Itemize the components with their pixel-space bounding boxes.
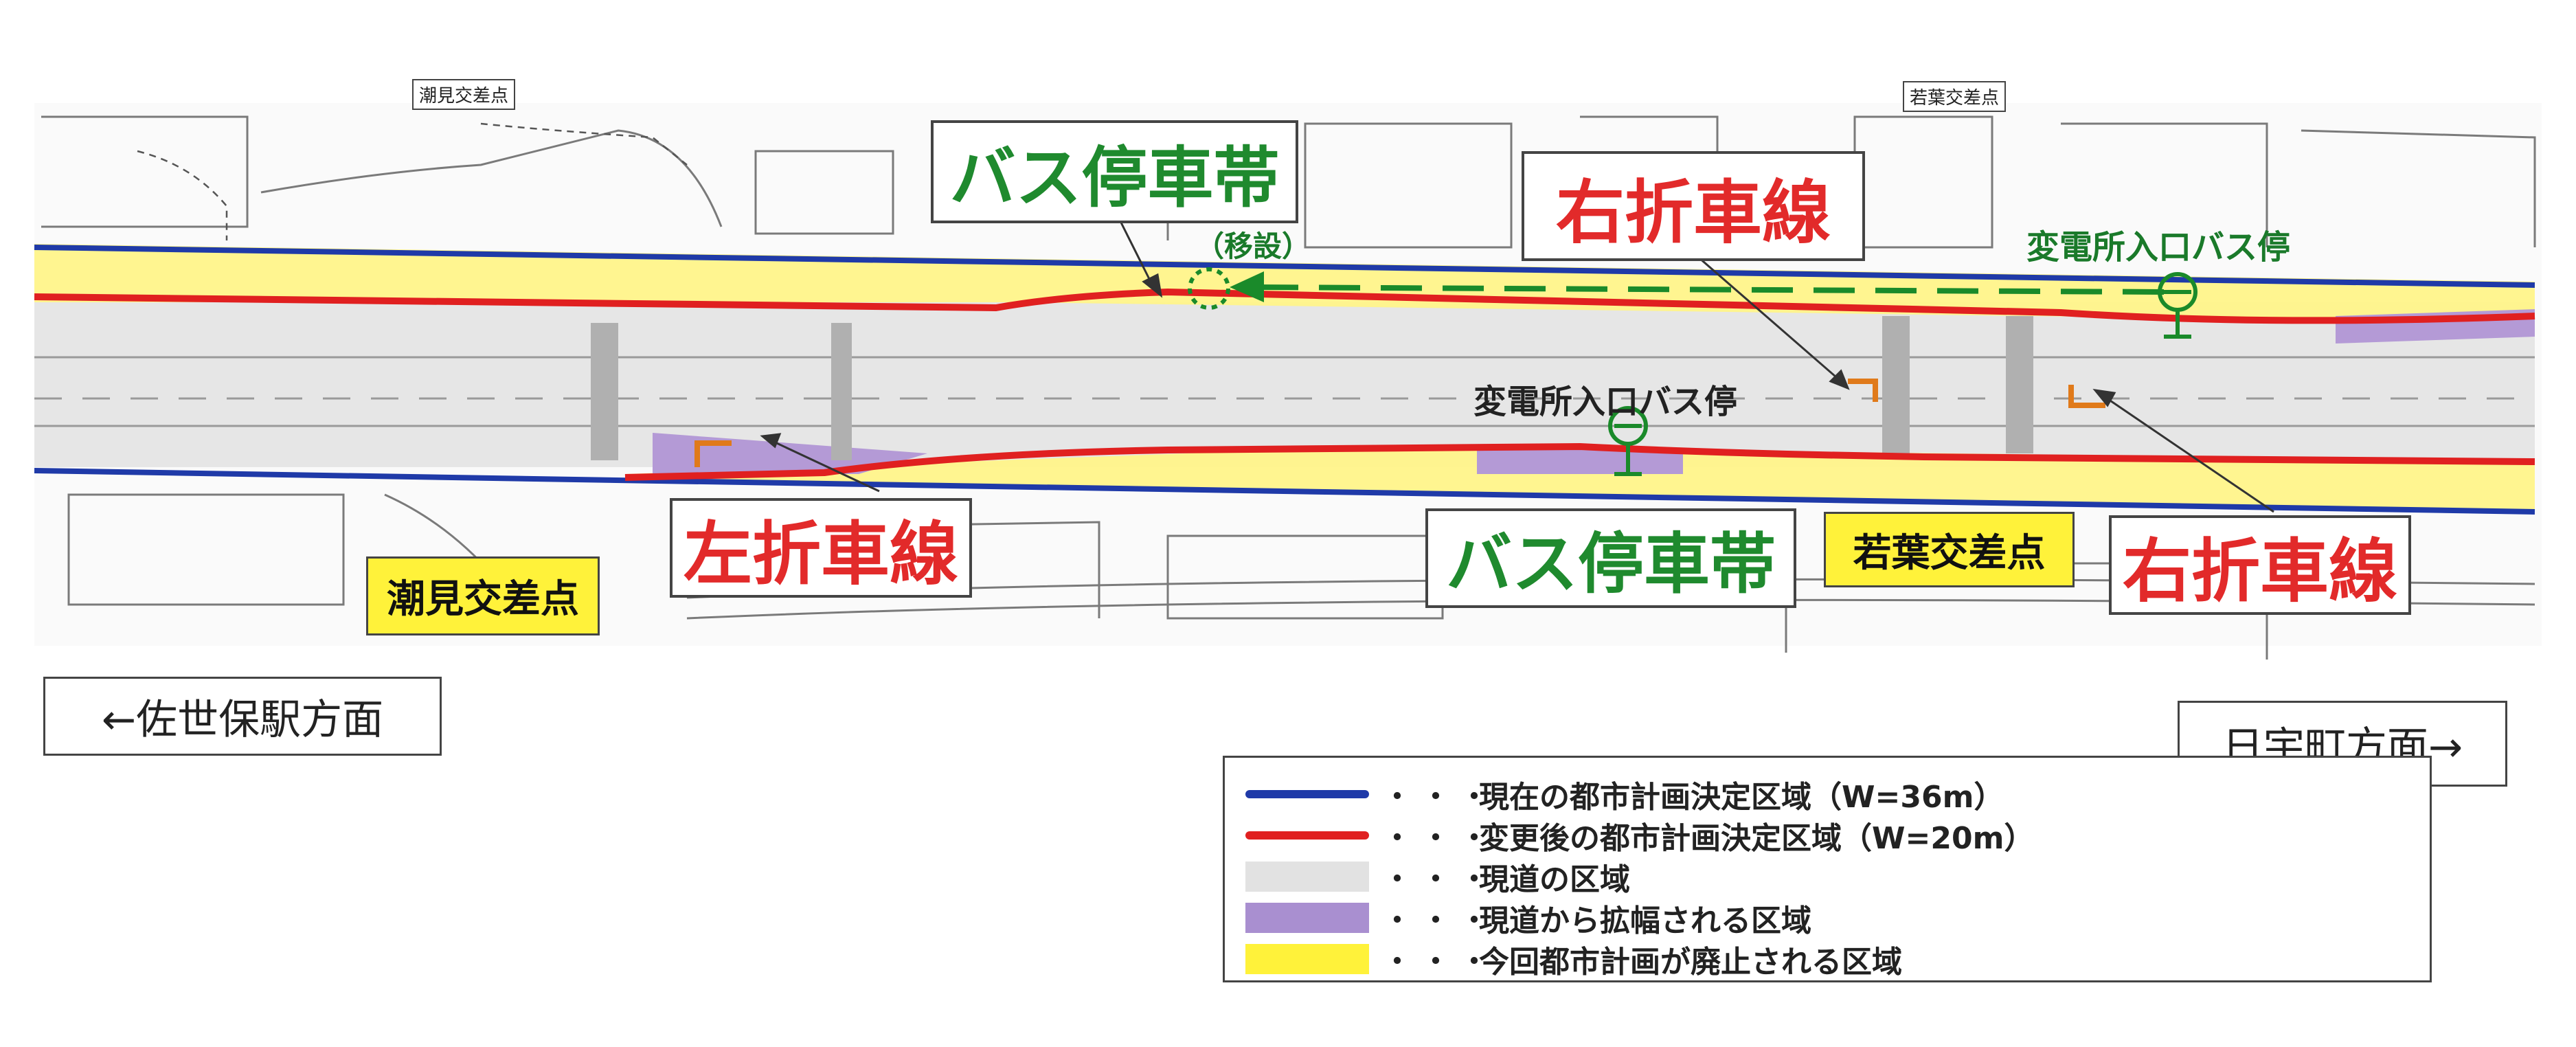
dashed-parcel-lines	[137, 122, 688, 240]
legend-purple-fill-icon	[1245, 903, 1369, 933]
map-legend: ・・・ 現在の都市計画決定区域（W=36m） ・・・ 変更後の都市計画決定区域（…	[1223, 756, 2432, 982]
leader-lines	[760, 219, 2274, 513]
current-boundary-bottom	[34, 468, 2535, 515]
legend-red-line-icon	[1245, 831, 1369, 840]
legend-text-abolished-area: 今回都市計画が廃止される区域	[1479, 945, 1902, 980]
legend-text-current-boundary: 現在の都市計画決定区域（W=36m）	[1479, 780, 2004, 815]
turn-lane-markers	[694, 379, 2105, 467]
bus-stop-label-top: 変電所入口バス停	[2026, 228, 2291, 267]
bus-stop-relocation-arrow	[1250, 284, 2165, 295]
intersection-label-shiomi-top: 潮見交差点	[412, 79, 516, 110]
legend-text-existing-road: 現道の区域	[1479, 862, 1630, 897]
intersection-shiomi: 潮見交差点	[366, 556, 600, 635]
legend-row-widened-area: ・・・ 現道から拡幅される区域	[1225, 899, 2430, 938]
new-boundary-top	[34, 288, 2535, 324]
callout-bus-bay-top: バス停車帯	[931, 120, 1298, 223]
legend-yellow-fill-icon	[1245, 944, 1369, 974]
current-boundary-top	[34, 245, 2535, 288]
callout-left-turn: 左折車線	[670, 498, 972, 598]
legend-dots: ・・・	[1383, 779, 1499, 813]
abolished-area-top	[34, 244, 2535, 323]
legend-gray-fill-icon	[1245, 862, 1369, 892]
relocation-arrowhead	[1230, 271, 1264, 302]
legend-blue-line-icon	[1245, 790, 1369, 798]
relocated-bus-stop-marker	[1188, 267, 1230, 310]
intersection-wakaba: 若葉交差点	[1824, 512, 2075, 587]
direction-sasebo-station: ←佐世保駅方面	[43, 677, 442, 756]
legend-dots: ・・・	[1383, 944, 1499, 978]
intersection-label-wakaba-top: 若葉交差点	[1903, 81, 2007, 112]
abolished-area-bottom	[625, 447, 2535, 512]
new-boundary-bottom	[624, 442, 2535, 481]
legend-text-widened-area: 現道から拡幅される区域	[1479, 903, 1811, 938]
bus-stop-label-middle: 変電所入口バス停	[1473, 383, 1738, 421]
legend-dots: ・・・	[1383, 903, 1499, 937]
lane-markings	[34, 356, 2535, 427]
legend-dots: ・・・	[1383, 820, 1499, 855]
legend-row-current-boundary: ・・・ 現在の都市計画決定区域（W=36m）	[1225, 775, 2430, 815]
legend-row-new-boundary: ・・・ 変更後の都市計画決定区域（W=20m）	[1225, 816, 2430, 856]
relocation-note: （移設）	[1195, 229, 1311, 263]
legend-text-new-boundary: 変更後の都市計画決定区域（W=20m）	[1479, 821, 2035, 856]
callout-bus-bay-bottom: バス停車帯	[1425, 508, 1796, 608]
legend-row-abolished-area: ・・・ 今回都市計画が廃止される区域	[1225, 940, 2430, 980]
legend-dots: ・・・	[1383, 862, 1499, 896]
callout-right-turn-bottom: 右折車線	[2109, 515, 2411, 615]
legend-row-existing-road: ・・・ 現道の区域	[1225, 857, 2430, 897]
callout-right-turn-top: 右折車線	[1522, 151, 1865, 261]
existing-road-area	[34, 302, 2535, 467]
bus-stop-symbol-middle	[1608, 406, 1648, 476]
widened-area-middle	[1477, 447, 1683, 474]
bus-stop-symbol-top	[2158, 272, 2197, 339]
crosswalks	[591, 316, 2033, 460]
